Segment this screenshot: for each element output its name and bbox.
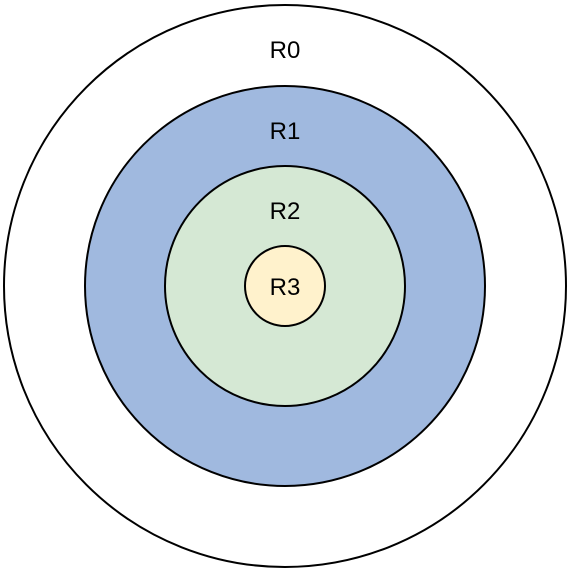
ring-r1-label: R1 [270,118,301,145]
ring-r2-label: R2 [270,198,301,225]
ring-r3-circle [244,245,326,327]
ring-r0-label: R0 [270,37,301,64]
ring-r3-label: R3 [270,274,301,301]
